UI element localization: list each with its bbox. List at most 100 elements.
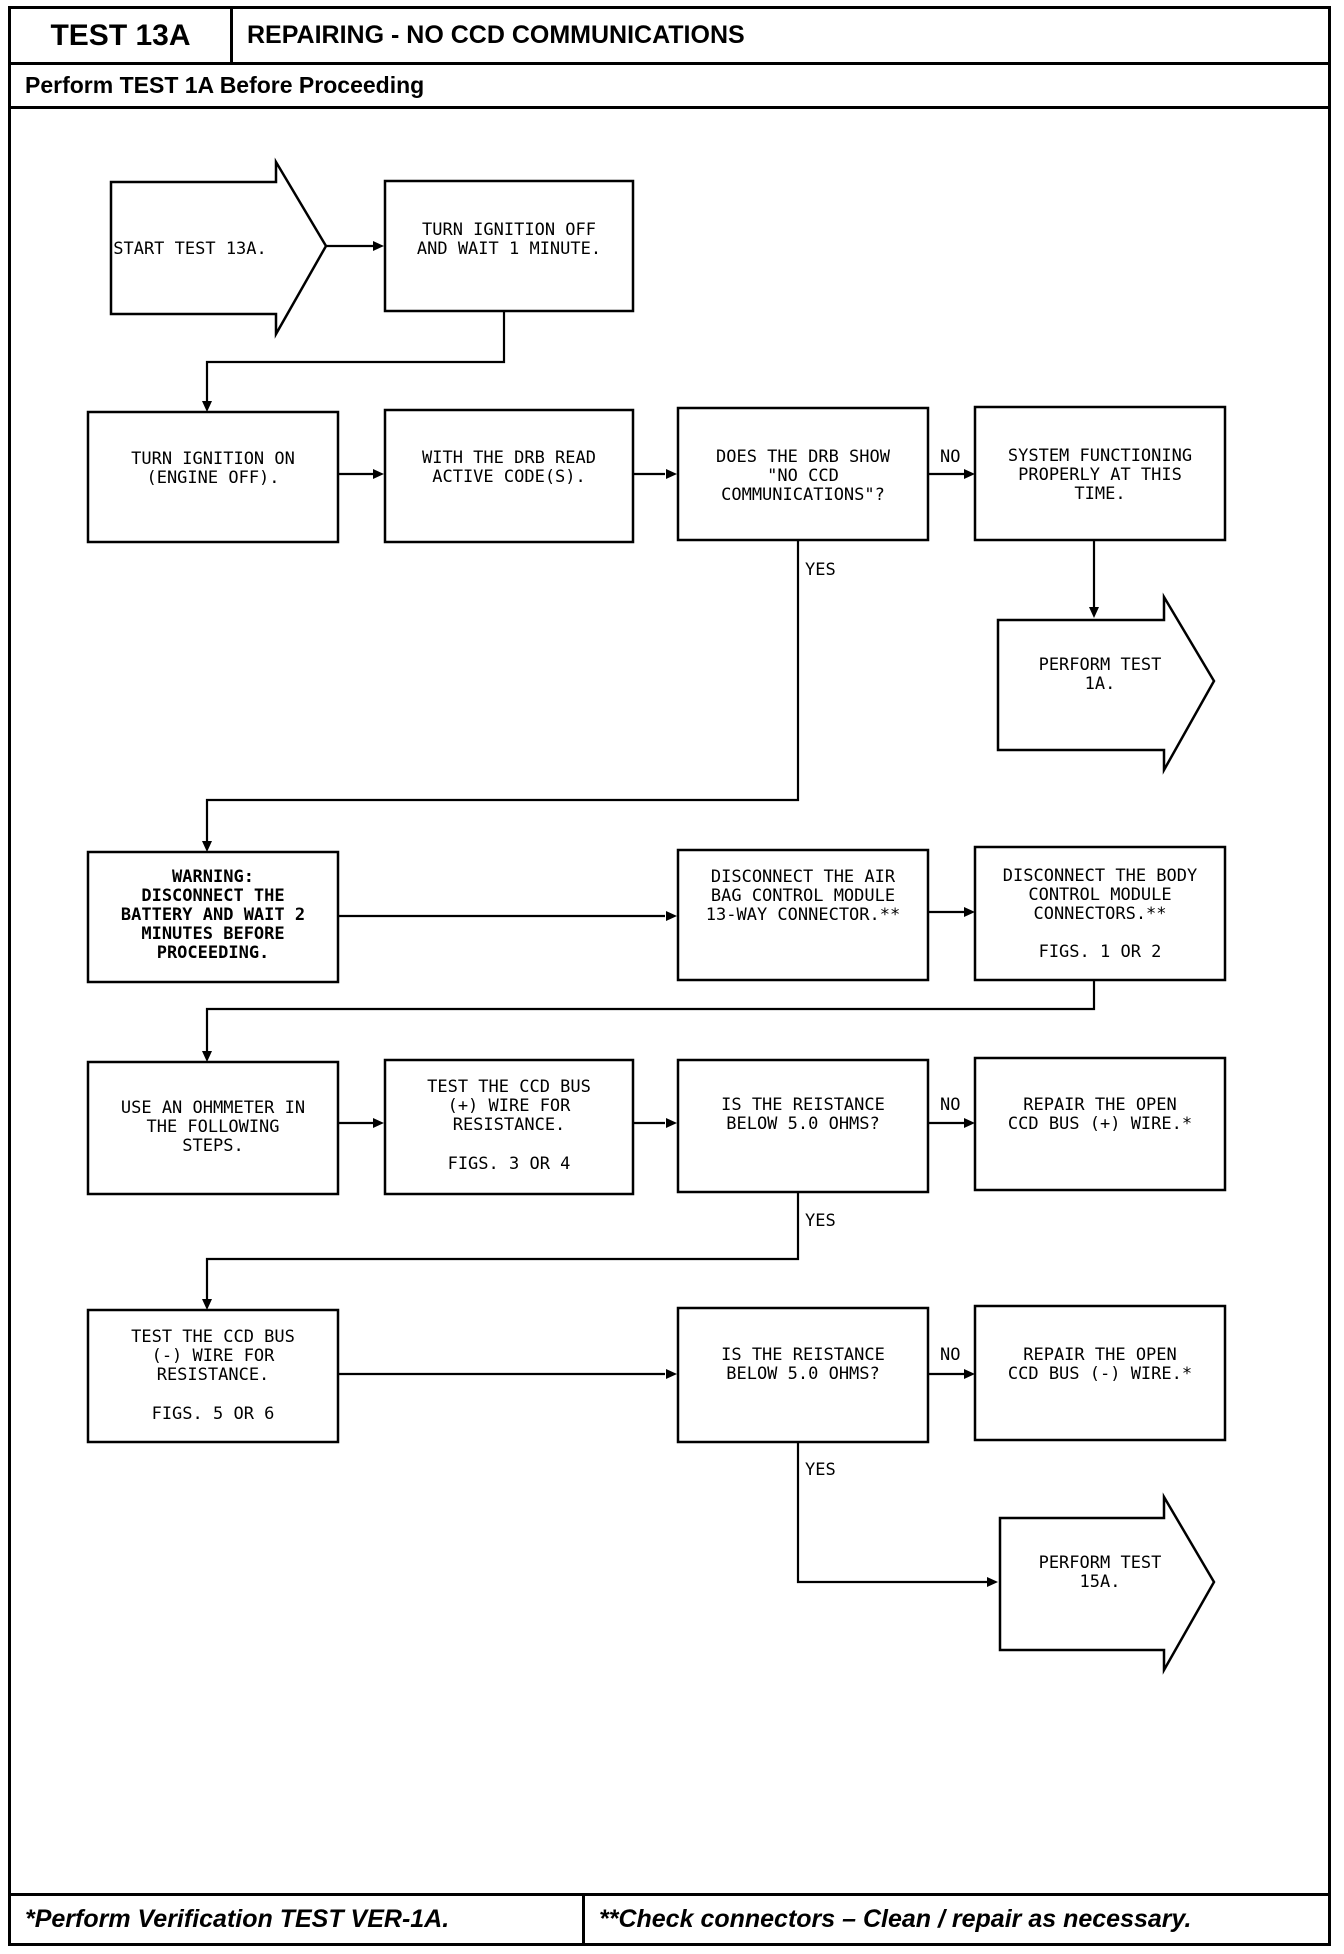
line: BAG CONTROL MODULE <box>711 886 895 906</box>
step-drb-read-codes <box>383 408 635 544</box>
line: BELOW 5.0 OHMS? <box>726 1114 880 1134</box>
page-title: REPAIRING - NO CCD COMMUNICATIONS <box>247 21 745 49</box>
line: RESISTANCE. <box>157 1365 270 1385</box>
drb-show-text: DOES THE DRB SHOW "NO CCD COMMUNICATIONS… <box>716 447 891 505</box>
line: RESISTANCE. <box>453 1115 566 1135</box>
line: IS THE REISTANCE <box>721 1095 885 1115</box>
line: (-) WIRE FOR <box>152 1346 276 1366</box>
warning-disconnect-battery <box>86 850 340 984</box>
line: AND WAIT 1 MINUTE. <box>417 239 601 259</box>
line: WITH THE DRB READ <box>422 448 596 468</box>
line: REPAIR THE OPEN <box>1023 1095 1177 1115</box>
line: BATTERY AND WAIT 2 <box>121 905 305 925</box>
step-use-ohmmeter <box>86 1060 340 1196</box>
line: TURN IGNITION OFF <box>422 220 596 240</box>
line: STEPS. <box>182 1136 243 1156</box>
line: TIME. <box>1074 484 1125 504</box>
label-no: NO <box>940 1095 960 1115</box>
label-yes: YES <box>805 1211 836 1231</box>
step-test-ccd-minus <box>86 1308 340 1444</box>
warning-text: WARNING: DISCONNECT THE BATTERY AND WAIT… <box>121 867 305 963</box>
line: TEST THE CCD BUS <box>427 1077 591 1097</box>
line: CONTROL MODULE <box>1028 885 1171 905</box>
line: DISCONNECT THE BODY <box>1003 866 1197 886</box>
line: TEST THE CCD BUS <box>131 1327 295 1347</box>
label-yes: YES <box>805 1460 836 1480</box>
start-test-text: START TEST 13A. <box>113 239 267 259</box>
line: THE FOLLOWING <box>146 1117 279 1137</box>
line: DOES THE DRB SHOW <box>716 447 891 467</box>
line: BELOW 5.0 OHMS? <box>726 1364 880 1384</box>
body-module-text: DISCONNECT THE BODY CONTROL MODULE CONNE… <box>1003 866 1197 962</box>
line: REPAIR THE OPEN <box>1023 1345 1177 1365</box>
decision-drb-no-ccd <box>676 406 930 542</box>
prerequisite-note: Perform TEST 1A Before Proceeding <box>11 65 1328 109</box>
arrowheads <box>202 241 1099 1587</box>
line: IS THE REISTANCE <box>721 1345 885 1365</box>
line: ACTIVE CODE(S). <box>432 467 586 487</box>
test-plus-text: TEST THE CCD BUS (+) WIRE FOR RESISTANCE… <box>427 1077 591 1174</box>
footnote-verification: *Perform Verification TEST VER-1A. <box>11 1896 585 1943</box>
line: 1A. <box>1085 674 1116 694</box>
line: DISCONNECT THE AIR <box>711 867 896 887</box>
line: SYSTEM FUNCTIONING <box>1008 446 1192 466</box>
perform-test-15a-arrow <box>998 1492 1216 1675</box>
test-minus-text: TEST THE CCD BUS (-) WIRE FOR RESISTANCE… <box>131 1327 295 1424</box>
drb-read-text: WITH THE DRB READ ACTIVE CODE(S). <box>422 448 596 487</box>
line: CCD BUS (-) WIRE.* <box>1008 1364 1192 1384</box>
perform-15a-text: PERFORM TEST 15A. <box>1039 1553 1162 1592</box>
decision-resistance-minus <box>676 1306 930 1444</box>
result-repair-minus <box>973 1304 1227 1442</box>
step-ignition-on <box>86 410 340 544</box>
res-q2-text: IS THE REISTANCE BELOW 5.0 OHMS? <box>721 1345 885 1384</box>
header-row: TEST 13A REPAIRING - NO CCD COMMUNICATIO… <box>11 9 1328 65</box>
line: TURN IGNITION ON <box>131 449 295 469</box>
connectors <box>205 244 1096 1584</box>
line: (ENGINE OFF). <box>146 468 279 488</box>
figure-ref: FIGS. 1 OR 2 <box>1039 942 1162 962</box>
line: DISCONNECT THE <box>141 886 284 906</box>
repair-minus-text: REPAIR THE OPEN CCD BUS (-) WIRE.* <box>1008 1345 1192 1384</box>
test-id: TEST 13A <box>11 9 233 62</box>
line: 13-WAY CONNECTOR.** <box>706 905 900 925</box>
line: CONNECTORS.** <box>1033 904 1166 924</box>
label-no: NO <box>940 1345 960 1365</box>
label-no: NO <box>940 447 960 467</box>
perform-test-1a-arrow <box>996 592 1216 775</box>
system-ok-text: SYSTEM FUNCTIONING PROPERLY AT THIS TIME… <box>1008 446 1192 504</box>
line: 15A. <box>1080 1572 1121 1592</box>
footnote-connectors: **Check connectors – Clean / repair as n… <box>599 1905 1192 1933</box>
start-test-13a-arrow <box>109 157 328 339</box>
line: START TEST 13A. <box>113 239 267 259</box>
ignition-on-text: TURN IGNITION ON (ENGINE OFF). <box>131 449 295 488</box>
line: MINUTES BEFORE <box>141 924 284 944</box>
line: CCD BUS (+) WIRE.* <box>1008 1114 1192 1134</box>
label-yes: YES <box>805 560 836 580</box>
line: PROCEEDING. <box>157 943 270 963</box>
line: "NO CCD <box>767 466 839 486</box>
figure-ref: FIGS. 5 OR 6 <box>152 1404 275 1424</box>
res-q1-text: IS THE REISTANCE BELOW 5.0 OHMS? <box>721 1095 885 1134</box>
line: WARNING: <box>172 867 254 887</box>
ohmmeter-text: USE AN OHMMETER IN THE FOLLOWING STEPS. <box>121 1098 305 1156</box>
line: (+) WIRE FOR <box>448 1096 572 1116</box>
airbag-text: DISCONNECT THE AIR BAG CONTROL MODULE 13… <box>706 867 900 925</box>
line: PROPERLY AT THIS <box>1018 465 1182 485</box>
result-repair-plus <box>973 1056 1227 1192</box>
perform-1a-text: PERFORM TEST 1A. <box>1039 655 1162 694</box>
line: PERFORM TEST <box>1039 1553 1162 1573</box>
line: PERFORM TEST <box>1039 655 1162 675</box>
step-test-ccd-plus <box>383 1058 635 1196</box>
step-disconnect-body <box>973 845 1227 982</box>
line: USE AN OHMMETER IN <box>121 1098 305 1118</box>
result-system-ok <box>973 405 1227 542</box>
footer: *Perform Verification TEST VER-1A. **Che… <box>11 1893 1328 1943</box>
decision-resistance-plus <box>676 1058 930 1194</box>
ignition-off-text: TURN IGNITION OFF AND WAIT 1 MINUTE. <box>417 220 601 259</box>
repair-plus-text: REPAIR THE OPEN CCD BUS (+) WIRE.* <box>1008 1095 1192 1134</box>
line: COMMUNICATIONS"? <box>721 485 885 505</box>
step-disconnect-airbag <box>676 848 930 982</box>
page-frame: TEST 13A REPAIRING - NO CCD COMMUNICATIO… <box>8 6 1331 1946</box>
figure-ref: FIGS. 3 OR 4 <box>448 1154 571 1174</box>
